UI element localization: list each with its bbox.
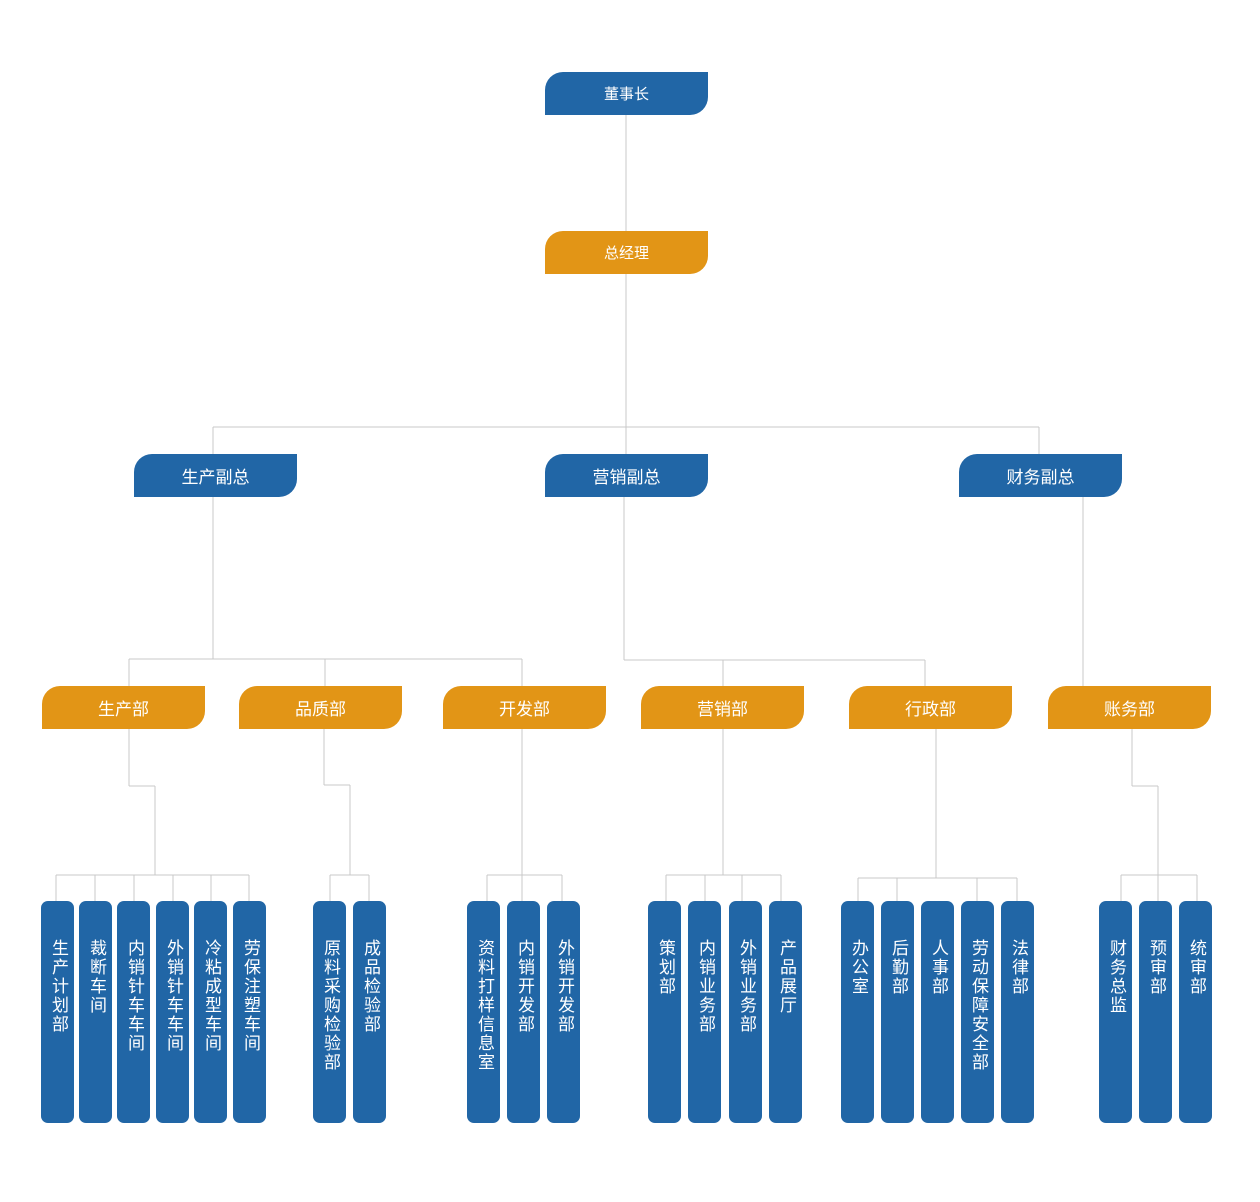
unit-label: 冷粘成型车间	[201, 939, 221, 1053]
unit-legal-box[interactable]: 法律部	[1001, 901, 1034, 1123]
unit-label: 劳动保障安全部	[968, 939, 988, 1072]
unit-label: 统审部	[1186, 939, 1206, 996]
unit-logistics-box[interactable]: 后勤部	[881, 901, 914, 1123]
unit-pre-audit-box[interactable]: 预审部	[1139, 901, 1172, 1123]
vp-marketing-box[interactable]: 营销副总	[545, 454, 708, 497]
unit-showroom-box[interactable]: 产品展厅	[769, 901, 802, 1123]
unit-label: 原料采购检验部	[320, 939, 340, 1072]
unit-product-inspection-box[interactable]: 成品检验部	[353, 901, 386, 1123]
dept-quality-label: 品质部	[295, 700, 346, 720]
unit-finance-director-box[interactable]: 财务总监	[1099, 901, 1132, 1123]
dept-admin-label: 行政部	[905, 700, 956, 720]
unit-office-box[interactable]: 办公室	[841, 901, 874, 1123]
unit-export-dev-box[interactable]: 外销开发部	[547, 901, 580, 1123]
vp-finance-box[interactable]: 财务副总	[959, 454, 1122, 497]
dept-marketing-box[interactable]: 营销部	[641, 686, 804, 729]
unit-injection-molding-box[interactable]: 劳保注塑车间	[233, 901, 266, 1123]
unit-label: 产品展厅	[776, 939, 796, 1015]
vp-production-box[interactable]: 生产副总	[134, 454, 297, 497]
unit-sample-info-room-box[interactable]: 资料打样信息室	[467, 901, 500, 1123]
dept-accounts-box[interactable]: 账务部	[1048, 686, 1211, 729]
vp-marketing-label: 营销副总	[592, 468, 661, 488]
unit-planning-box[interactable]: 策划部	[648, 901, 681, 1123]
chairman-box[interactable]: 董事长	[545, 72, 708, 115]
unit-label: 劳保注塑车间	[240, 939, 260, 1053]
unit-label: 内销业务部	[695, 939, 715, 1034]
dept-development-label: 开发部	[499, 700, 550, 720]
unit-label: 办公室	[848, 939, 868, 996]
unit-label: 策划部	[655, 939, 675, 996]
unit-label: 内销开发部	[514, 939, 534, 1034]
unit-domestic-sales-box[interactable]: 内销业务部	[688, 901, 721, 1123]
vp-production-label: 生产副总	[181, 468, 250, 488]
unit-labor-safety-box[interactable]: 劳动保障安全部	[961, 901, 994, 1123]
unit-export-stitching-box[interactable]: 外销针车车间	[156, 901, 189, 1123]
unit-domestic-stitching-box[interactable]: 内销针车车间	[117, 901, 150, 1123]
unit-label: 裁断车间	[86, 939, 106, 1015]
unit-label: 资料打样信息室	[474, 939, 494, 1072]
unit-cutting-workshop-box[interactable]: 裁断车间	[79, 901, 112, 1123]
dept-marketing-label: 营销部	[697, 700, 748, 720]
general-manager-box[interactable]: 总经理	[545, 231, 708, 274]
unit-domestic-dev-box[interactable]: 内销开发部	[507, 901, 540, 1123]
unit-label: 成品检验部	[360, 939, 380, 1034]
dept-production-box[interactable]: 生产部	[42, 686, 205, 729]
dept-development-box[interactable]: 开发部	[443, 686, 606, 729]
unit-label: 外销开发部	[554, 939, 574, 1034]
general-manager-label: 总经理	[603, 244, 649, 262]
unit-label: 法律部	[1008, 939, 1028, 996]
dept-admin-box[interactable]: 行政部	[849, 686, 1012, 729]
unit-export-sales-box[interactable]: 外销业务部	[729, 901, 762, 1123]
unit-hr-box[interactable]: 人事部	[921, 901, 954, 1123]
unit-label: 生产计划部	[48, 939, 68, 1034]
unit-label: 财务总监	[1106, 939, 1126, 1015]
unit-label: 内销针车车间	[124, 939, 144, 1053]
unit-label: 外销业务部	[736, 939, 756, 1034]
unit-label: 预审部	[1146, 939, 1166, 996]
dept-quality-box[interactable]: 品质部	[239, 686, 402, 729]
chairman-label: 董事长	[603, 85, 649, 103]
dept-accounts-label: 账务部	[1104, 700, 1155, 720]
unit-label: 人事部	[928, 939, 948, 996]
unit-overall-audit-box[interactable]: 统审部	[1179, 901, 1212, 1123]
vp-finance-label: 财务副总	[1006, 468, 1075, 488]
unit-production-planning-box[interactable]: 生产计划部	[41, 901, 74, 1123]
dept-production-label: 生产部	[98, 700, 149, 720]
unit-cold-bond-forming-box[interactable]: 冷粘成型车间	[194, 901, 227, 1123]
unit-label: 外销针车车间	[163, 939, 183, 1053]
unit-material-inspection-box[interactable]: 原料采购检验部	[313, 901, 346, 1123]
unit-label: 后勤部	[888, 939, 908, 996]
